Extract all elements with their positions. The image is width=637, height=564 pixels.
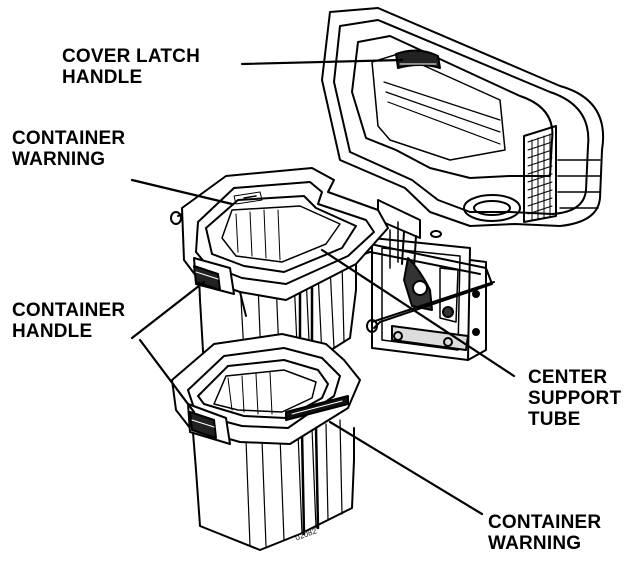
upper-container (181, 167, 389, 391)
lower-container (171, 333, 361, 551)
leader-support-tube (320, 248, 516, 378)
label-container-handle: CONTAINER HANDLE (12, 300, 126, 342)
container-handle-lower (187, 403, 231, 445)
container-warning-decal-lower (285, 395, 349, 421)
label-cover-latch-handle: COVER LATCH HANDLE (62, 46, 201, 88)
leader-cover-latch (240, 58, 404, 66)
leader-warning-lower (328, 420, 484, 516)
leader-warning-upper (130, 178, 234, 206)
leader-handle-upper (130, 280, 206, 340)
cover-vent-grille (523, 125, 557, 223)
cover-latch-handle (395, 49, 441, 69)
leader-handle-lower (138, 338, 196, 414)
label-container-warning-lower: CONTAINER WARNING (488, 512, 602, 554)
container-handle-upper (193, 257, 235, 295)
container-warning-decal-upper (233, 191, 263, 205)
leader-lines (130, 58, 516, 516)
label-center-support-tube: CENTER SUPPORT TUBE (528, 367, 622, 430)
mounting-bracket (371, 221, 487, 361)
open-cover (321, 7, 605, 269)
label-container-warning-upper: CONTAINER WARNING (12, 128, 126, 170)
